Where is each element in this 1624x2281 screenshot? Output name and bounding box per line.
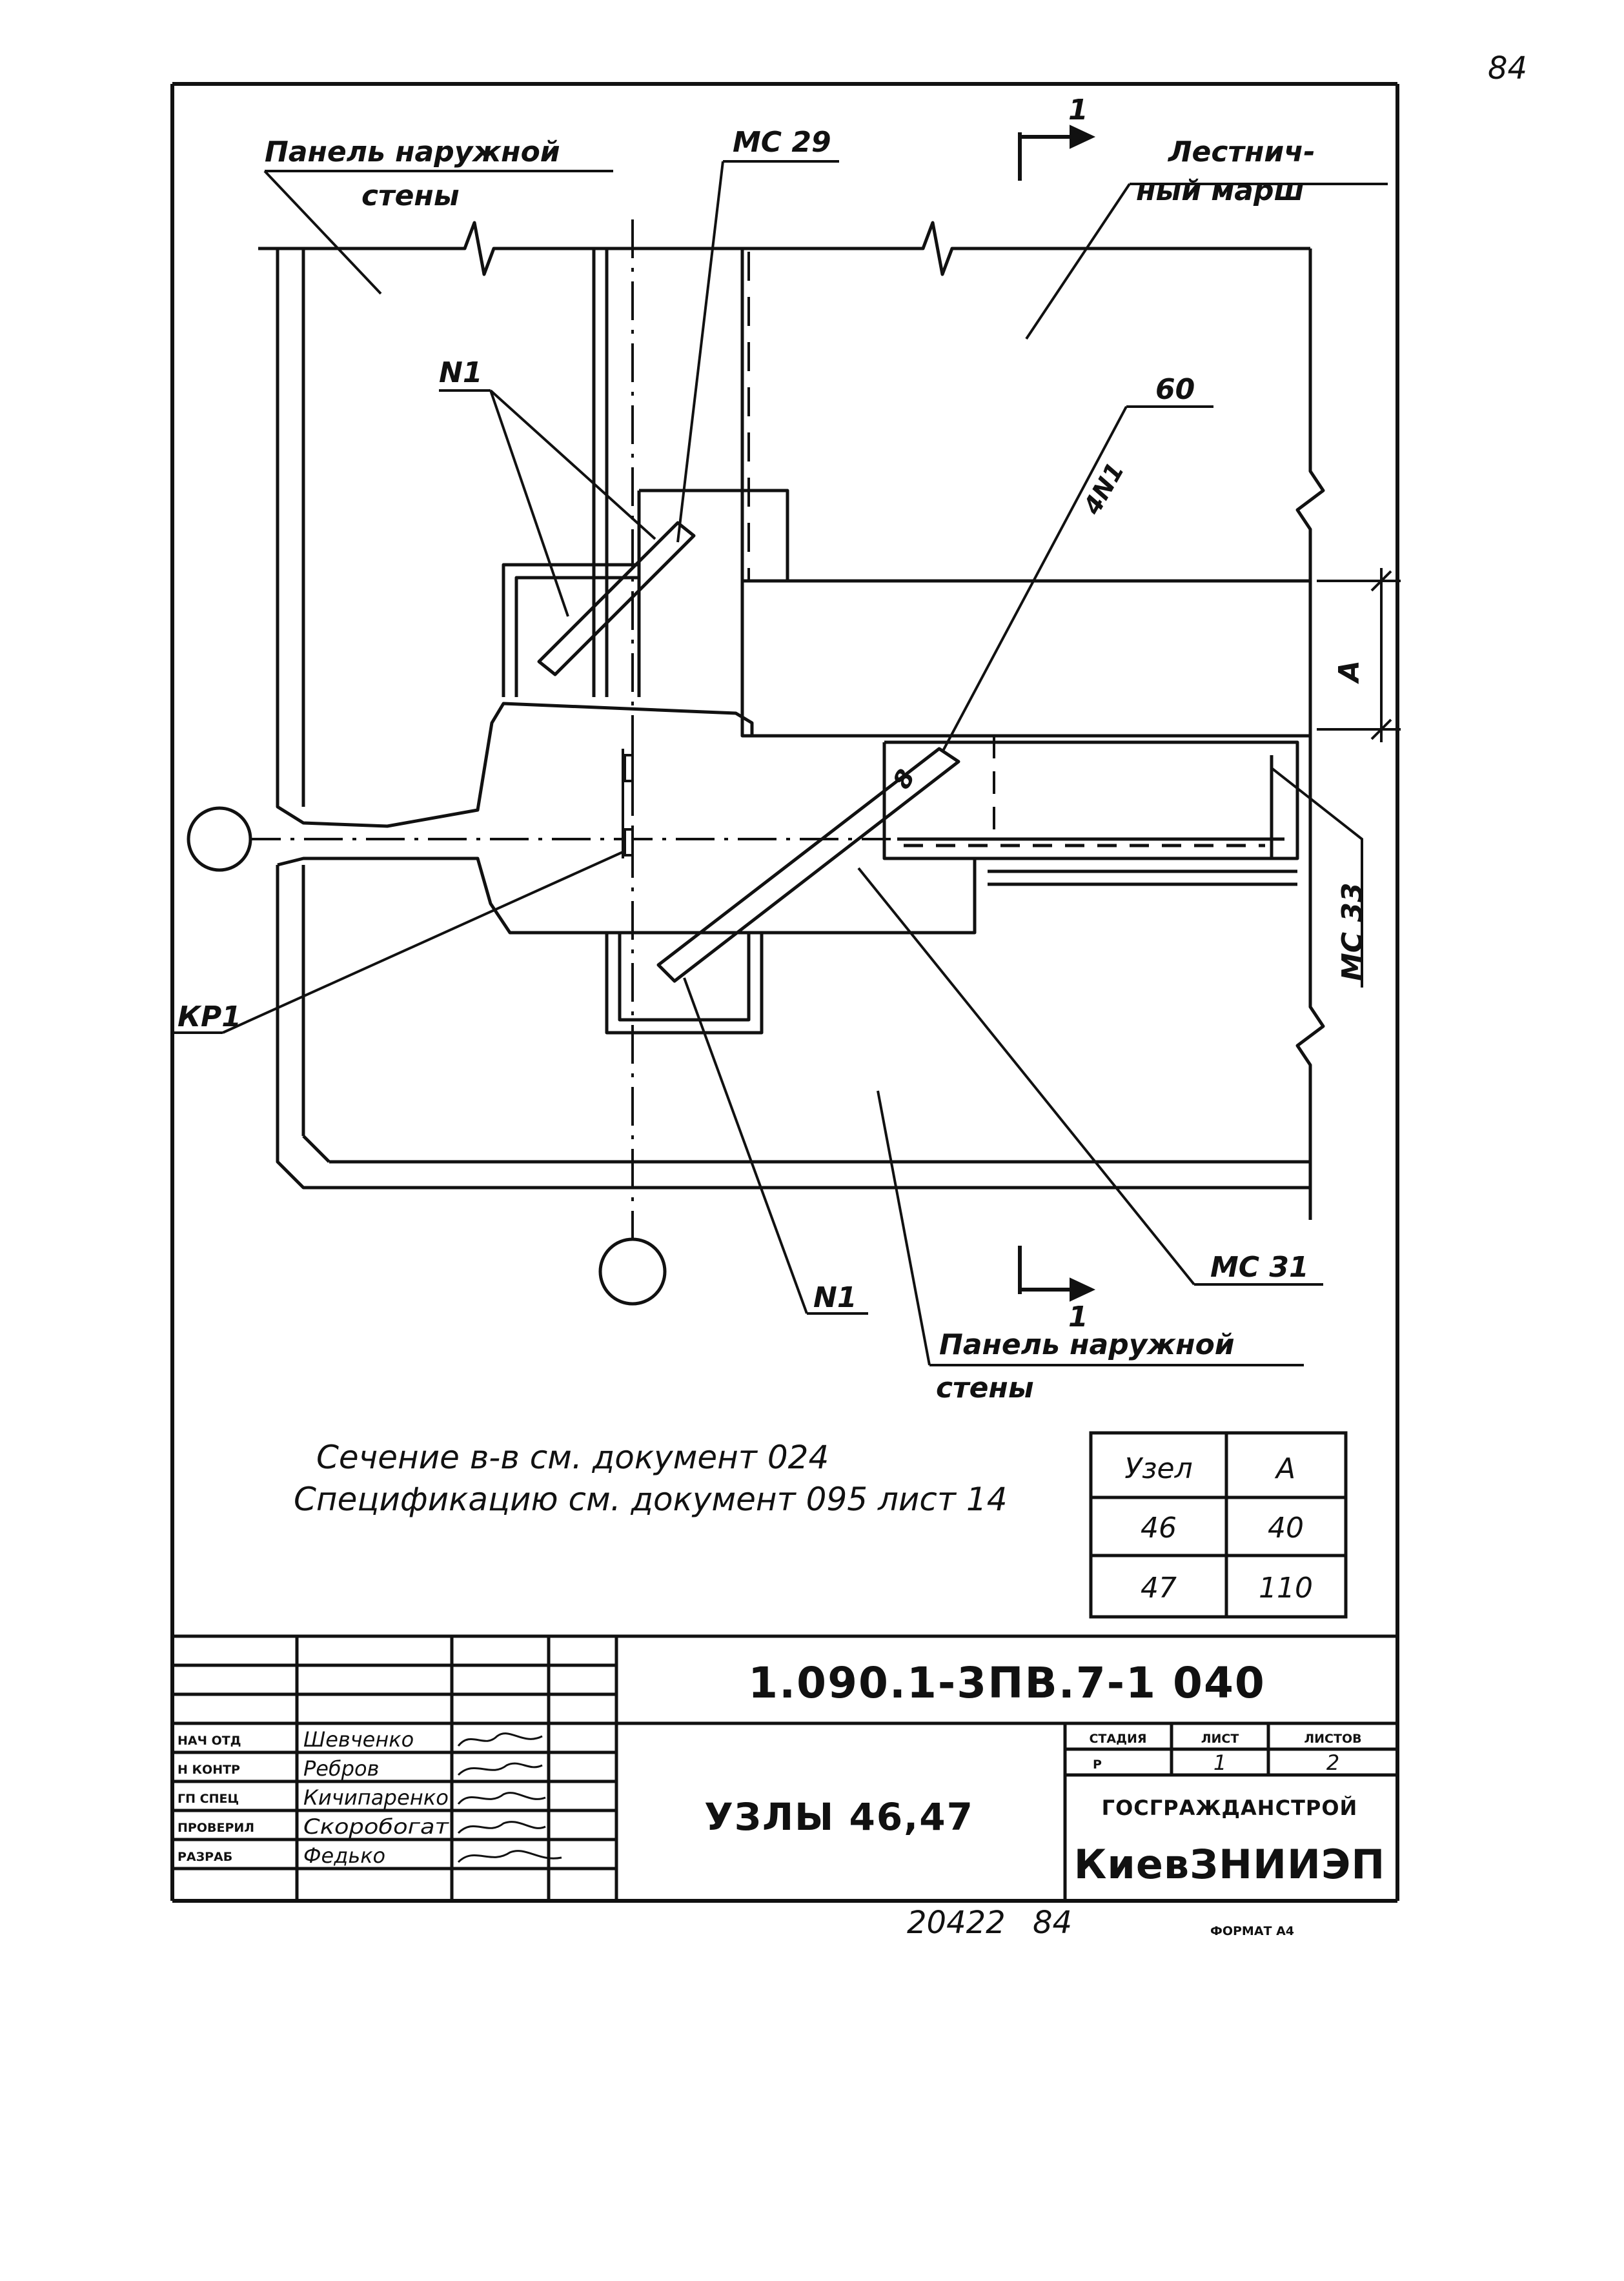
label-mc33: МС 33	[1336, 882, 1369, 981]
label-outer-wall-top-1: Панель наружной	[265, 136, 560, 168]
node-table-header-a: А	[1274, 1452, 1295, 1485]
note-section: Сечение в-в см. документ 024	[316, 1439, 829, 1476]
node-table	[1089, 1431, 1348, 1619]
label-outer-wall-bottom-2: стены	[936, 1372, 1034, 1404]
label-outer-wall-bottom-1: Панель наружной	[939, 1328, 1235, 1361]
sheets-value: 2	[1326, 1750, 1339, 1775]
node-table-cell: 46	[1141, 1512, 1177, 1545]
section-mark-bottom-label: 1	[1068, 1301, 1088, 1333]
centerlines	[242, 219, 995, 1239]
label-mc31: МС 31	[1210, 1251, 1309, 1284]
leader-lines	[174, 160, 1388, 1366]
label-kr1: КР1	[178, 1000, 241, 1033]
kr1-mesh-mark	[622, 749, 634, 858]
label-dim-60: 60	[1155, 373, 1195, 406]
node-table-cell: 40	[1268, 1512, 1304, 1545]
label-stair-2: ный марш	[1136, 174, 1304, 207]
paper-format: ФОРМАТ А4	[1210, 1924, 1294, 1938]
page-number: 84	[1488, 50, 1527, 86]
drawing-title: УЗЛЫ 46,47	[704, 1795, 974, 1839]
label-mc29: МС 29	[733, 126, 831, 159]
node-drawing	[258, 221, 1325, 1220]
section-mark-top-label: 1	[1068, 94, 1088, 127]
person-name: Кичипаренко	[303, 1785, 449, 1810]
note-specification: Спецификацию см. документ 095 лист 14	[294, 1481, 1008, 1518]
section-mark-top	[1018, 125, 1096, 181]
footer-page: 84	[1033, 1905, 1072, 1941]
node-table-cell: 110	[1259, 1572, 1313, 1605]
top-break-line	[258, 221, 1310, 276]
sheet-value: 1	[1213, 1750, 1226, 1775]
section-mark-bottom	[1018, 1246, 1096, 1302]
person-name: Шевченко	[303, 1727, 414, 1752]
stage-value: Р	[1093, 1758, 1102, 1772]
upper-embedded-block	[639, 489, 789, 581]
stage-header: СТАДИЯ	[1089, 1732, 1146, 1746]
document-code: 1.090.1-3ПВ.7-1 040	[748, 1658, 1266, 1708]
anchor-bar-4n1	[656, 747, 960, 983]
dimension-a	[1317, 568, 1401, 742]
organization-line1: ГОСГРАЖДАНСТРОЙ	[1102, 1796, 1358, 1820]
role-label: РАЗРАБ	[178, 1850, 232, 1864]
role-label: ГП СПЕЦ	[178, 1792, 239, 1806]
organization-line2: КиевЗНИИЭП	[1074, 1841, 1386, 1888]
person-name: Скоробогат	[303, 1814, 450, 1839]
axis-bubble-bottom	[598, 1237, 667, 1306]
title-block	[172, 1634, 1397, 1901]
sheets-header: ЛИСТОВ	[1304, 1732, 1361, 1746]
sheet-header: ЛИСТ	[1201, 1732, 1239, 1746]
left-embed-box	[502, 563, 639, 697]
role-label: НАЧ ОТД	[178, 1734, 241, 1748]
lower-embed-box	[605, 933, 764, 1035]
role-label: ПРОВЕРИЛ	[178, 1821, 254, 1835]
node-table-header-node: Узел	[1124, 1452, 1192, 1485]
outer-wall-bottom-corner	[276, 1136, 1310, 1190]
label-n1-bottom: N1	[813, 1281, 857, 1314]
right-break-line	[1295, 248, 1325, 1220]
label-stair-1: Лестнич-	[1167, 136, 1315, 168]
node-table-cell: 47	[1141, 1572, 1177, 1605]
axis-bubble-left	[187, 806, 252, 872]
person-name: Ребров	[303, 1756, 379, 1781]
archive-number: 20422	[907, 1905, 1006, 1941]
role-label: Н КОНТР	[178, 1763, 240, 1777]
person-name: Федько	[303, 1843, 385, 1868]
label-outer-wall-top-2: стены	[361, 179, 460, 212]
dimension-a-label: А	[1333, 660, 1366, 684]
label-n1-top: N1	[439, 356, 482, 389]
sheet-frame	[170, 82, 1399, 1903]
anchor-bar-n1-upper	[537, 521, 696, 676]
signature-marks	[457, 1732, 562, 1863]
